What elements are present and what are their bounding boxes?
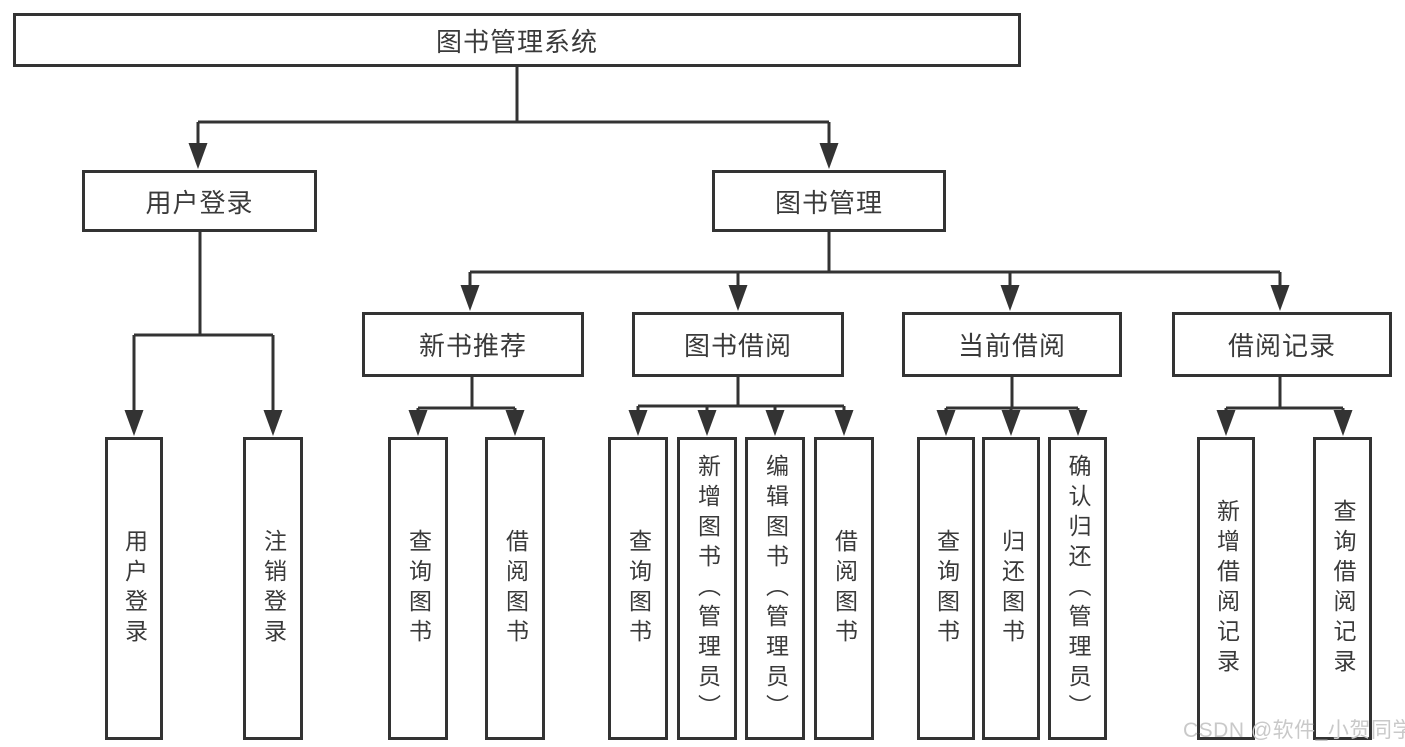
leaf-borrowing-query-books: 查询图书 [608, 437, 668, 740]
leaf-current-confirm-return-admin: 确认归还（管理员） [1048, 437, 1107, 740]
leaf-records-query-record: 查询借阅记录 [1313, 437, 1372, 740]
node-user-login: 用户登录 [82, 170, 317, 232]
node-new-book-recommend: 新书推荐 [362, 312, 584, 377]
leaf-current-query-books: 查询图书 [917, 437, 975, 740]
node-root: 图书管理系统 [13, 13, 1021, 67]
leaf-user-login: 用户登录 [105, 437, 163, 740]
leaf-logout: 注销登录 [243, 437, 303, 740]
leaf-borrowing-add-books-admin: 新增图书（管理员） [677, 437, 737, 740]
leaf-borrowing-borrow-books: 借阅图书 [814, 437, 874, 740]
node-borrowing-records: 借阅记录 [1172, 312, 1392, 377]
leaf-records-add-record: 新增借阅记录 [1197, 437, 1255, 740]
node-book-management: 图书管理 [712, 170, 946, 232]
node-current-borrowing: 当前借阅 [902, 312, 1122, 377]
leaf-newbook-borrow-books: 借阅图书 [485, 437, 545, 740]
node-book-borrowing: 图书借阅 [632, 312, 844, 377]
watermark: CSDN @软件_小贺同学 [1183, 719, 1405, 742]
leaf-newbook-query-books: 查询图书 [388, 437, 448, 740]
leaf-borrowing-edit-books-admin: 编辑图书（管理员） [745, 437, 805, 740]
leaf-current-return-books: 归还图书 [982, 437, 1040, 740]
